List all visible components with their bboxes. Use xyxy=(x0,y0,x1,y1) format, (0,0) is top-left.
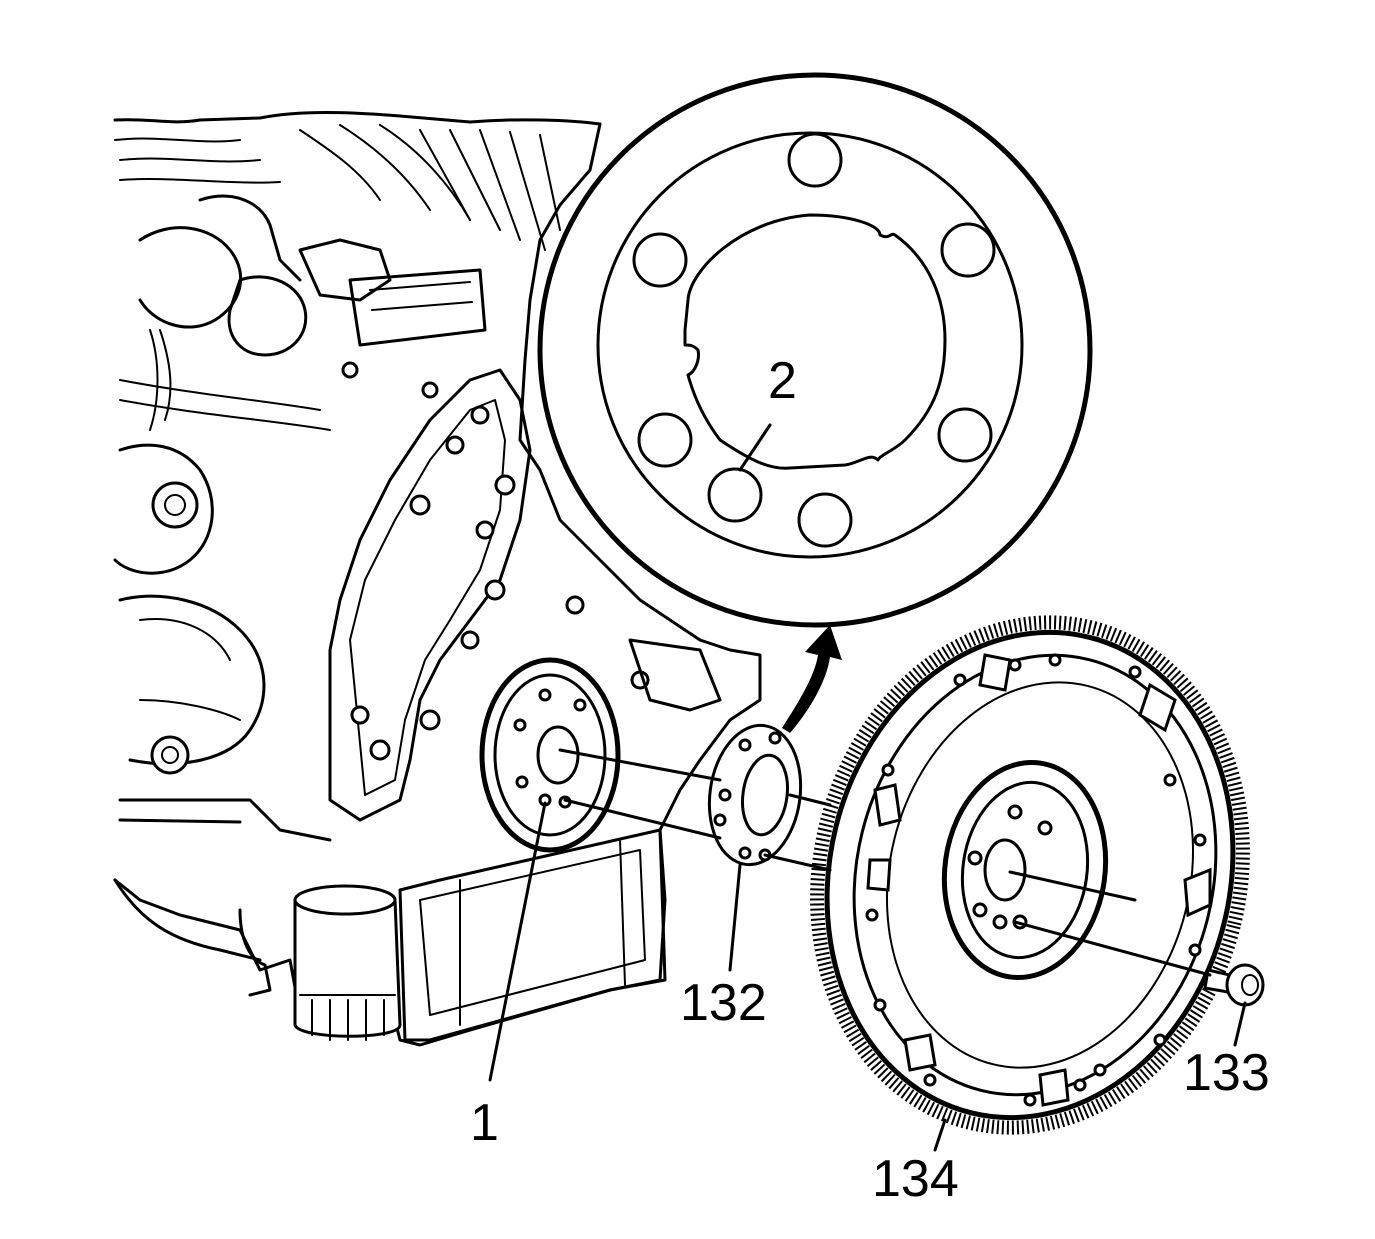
engine-block xyxy=(113,111,762,1047)
alignment-lines xyxy=(558,748,1212,977)
callout-spacer: 132 xyxy=(680,974,767,1032)
block-bolts xyxy=(341,361,650,761)
crankshaft-flange xyxy=(479,657,621,853)
flywheel-bolt xyxy=(1203,963,1265,1007)
detail-view xyxy=(537,72,1093,733)
callout-crankshaft-flange: 1 xyxy=(470,1094,499,1152)
callout-alignment-hole: 2 xyxy=(768,352,797,410)
flywheel xyxy=(810,615,1250,1135)
leader-lines xyxy=(488,801,1247,1152)
detail-arrow xyxy=(782,625,842,733)
callout-bolt: 133 xyxy=(1183,1044,1270,1102)
oil-filter xyxy=(293,884,402,1041)
callout-flywheel: 134 xyxy=(872,1150,959,1208)
